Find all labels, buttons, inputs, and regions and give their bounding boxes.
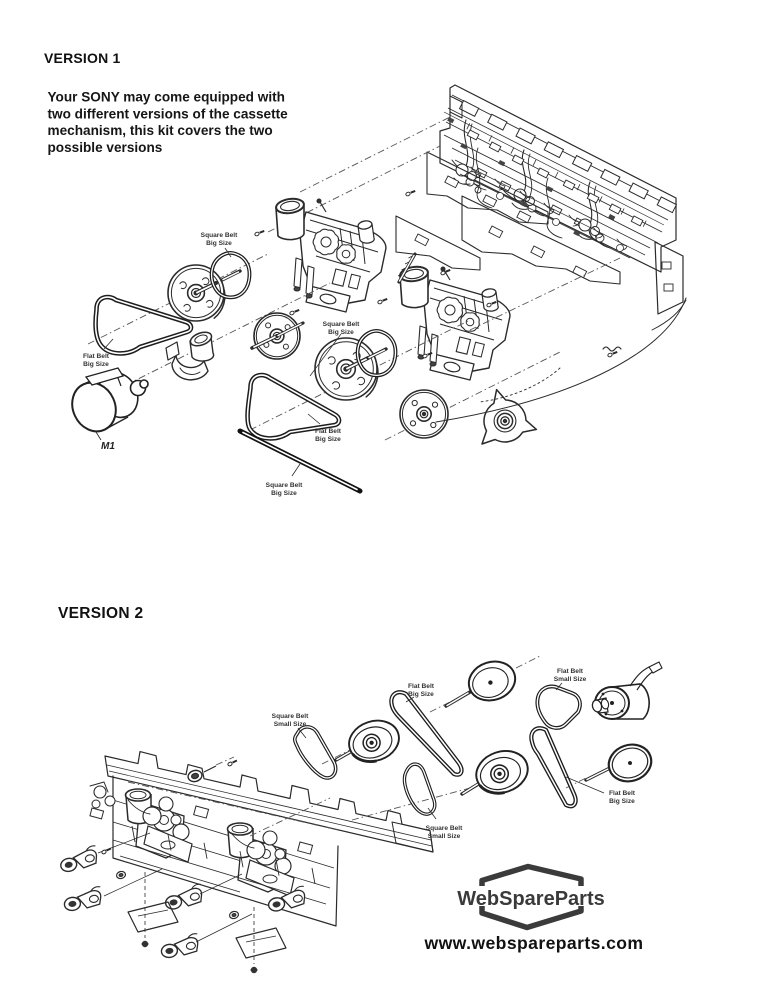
svg-text:Big Size: Big Size (609, 798, 635, 805)
svg-text:Flat Belt: Flat Belt (609, 790, 636, 797)
svg-text:two different versions of the: two different versions of the cassette (48, 106, 289, 121)
svg-text:Small Size: Small Size (274, 721, 307, 728)
svg-text:M1: M1 (101, 441, 115, 452)
svg-text:Small Size: Small Size (554, 676, 587, 683)
svg-text:Big Size: Big Size (271, 490, 297, 497)
svg-text:www.webspareparts.com: www.webspareparts.com (424, 933, 644, 953)
svg-text:Flat Belt: Flat Belt (557, 668, 584, 675)
svg-text:WebSpareParts: WebSpareParts (457, 888, 604, 910)
svg-text:possible versions: possible versions (48, 140, 163, 155)
svg-text:Square Belt: Square Belt (272, 713, 309, 720)
svg-text:Big Size: Big Size (83, 361, 109, 368)
svg-text:Square Belt: Square Belt (426, 825, 463, 832)
svg-text:Flat Belt: Flat Belt (83, 353, 110, 360)
svg-text:Square Belt: Square Belt (266, 482, 303, 489)
svg-text:mechanism, this kit covers the: mechanism, this kit covers the two (48, 123, 273, 138)
svg-text:Flat Belt: Flat Belt (315, 428, 342, 435)
svg-text:Square Belt: Square Belt (323, 321, 360, 328)
svg-text:VERSION 1: VERSION 1 (44, 50, 121, 66)
svg-text:Your SONY may come equipped wi: Your SONY may come equipped with (48, 90, 285, 105)
svg-text:Big Size: Big Size (206, 240, 232, 247)
svg-text:Square Belt: Square Belt (201, 232, 238, 239)
svg-text:Big Size: Big Size (328, 329, 354, 336)
svg-text:Big Size: Big Size (315, 436, 341, 443)
svg-text:Small Size: Small Size (428, 833, 461, 840)
svg-text:Flat Belt: Flat Belt (408, 683, 435, 690)
svg-text:VERSION 2: VERSION 2 (58, 605, 143, 622)
svg-text:Big Size: Big Size (408, 691, 434, 698)
